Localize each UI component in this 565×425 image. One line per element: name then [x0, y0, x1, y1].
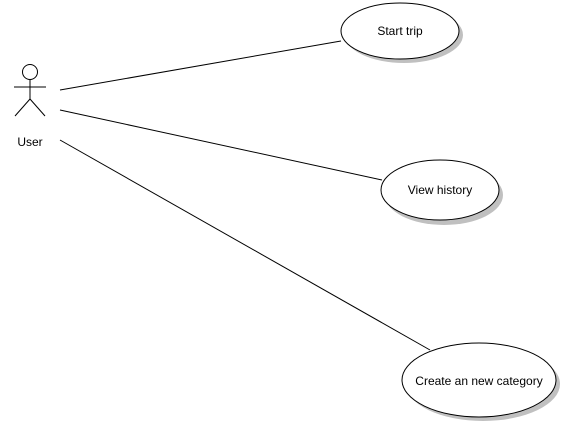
use-case-label: Create an new category — [415, 374, 542, 388]
association-view-history — [59, 109, 383, 181]
actor-user[interactable]: User — [14, 64, 46, 150]
use-case-view-history[interactable]: View history — [380, 159, 503, 225]
actor-label: User — [17, 135, 42, 149]
use-case-start-trip[interactable]: Start trip — [340, 2, 463, 63]
actor-head — [22, 64, 38, 80]
use-case-label: Start trip — [377, 24, 423, 38]
use-case-ellipse — [401, 342, 557, 418]
actor-left-leg — [14, 98, 31, 117]
actor-right-leg — [29, 98, 46, 117]
use-case-create-category[interactable]: Create an new category — [401, 342, 560, 421]
use-case-ellipse — [380, 159, 500, 221]
association-start-trip — [59, 40, 342, 91]
use-case-ellipse — [340, 2, 460, 60]
association-create-category — [59, 139, 431, 351]
use-case-label: View history — [408, 183, 472, 197]
